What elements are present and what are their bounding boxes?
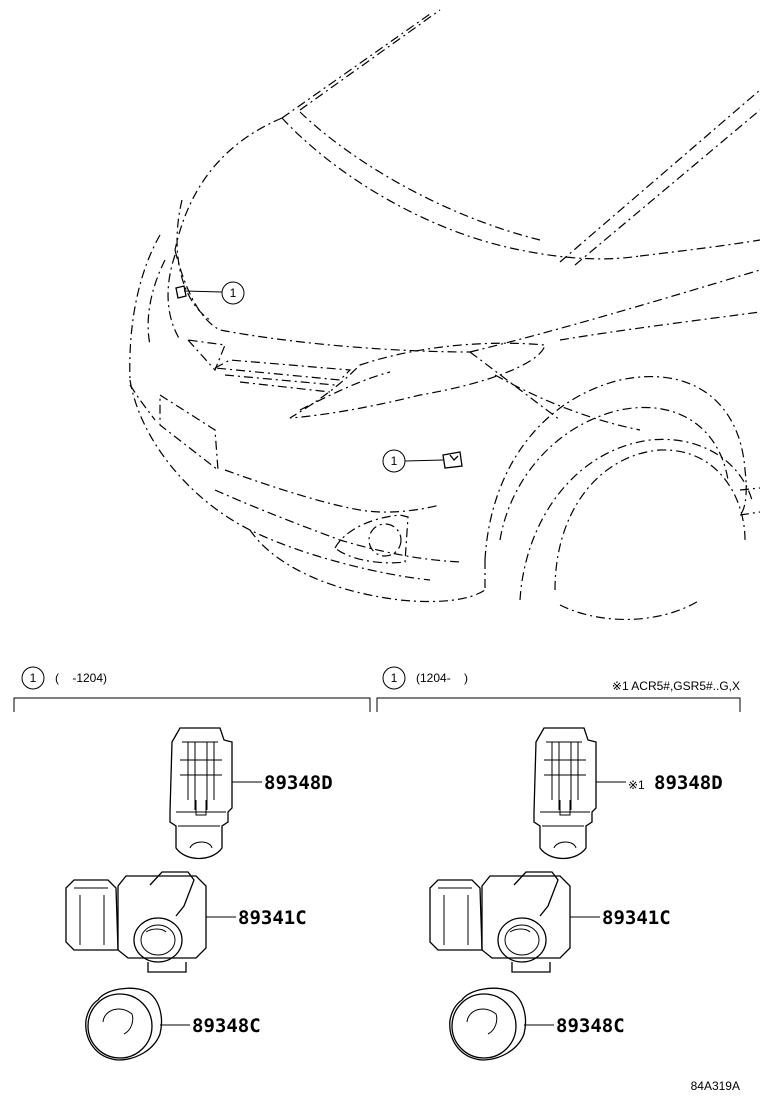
callout-grille: 1 (221, 281, 245, 305)
right-cover-part-number: 89348C (556, 1015, 625, 1037)
bumper-sensor-location (404, 451, 463, 469)
callout-grille-number: 1 (230, 286, 237, 300)
right-retainer (533, 727, 597, 860)
right-retainer-part-number: 89348D (654, 772, 723, 794)
section-right-ref: 1 (391, 671, 398, 685)
right-cover (449, 987, 527, 1061)
figure-code: 84A319A (691, 1079, 740, 1093)
left-cover-part-number: 89348C (192, 1015, 261, 1037)
left-retainer-part-number: 89348D (264, 772, 333, 794)
car-front-outline (129, 9, 760, 621)
left-sensor (65, 871, 207, 973)
callout-bumper: 1 (382, 449, 406, 473)
right-retainer-note-marker: ※1 (628, 778, 645, 792)
left-retainer (169, 727, 233, 860)
applicability-note: ※1 ACR5#,GSR5#..G,X (612, 679, 740, 693)
section-left-header: 1 ( -1204) (13, 666, 371, 712)
callout-bumper-number: 1 (391, 454, 398, 468)
section-right-range: (1204- ) (416, 671, 468, 685)
section-left-range: ( -1204) (55, 671, 107, 685)
left-sensor-part-number: 89341C (238, 907, 307, 929)
right-sensor (429, 871, 571, 973)
section-left-ref: 1 (30, 671, 37, 685)
left-cover (85, 987, 163, 1061)
right-sensor-part-number: 89341C (602, 907, 671, 929)
section-right-header: 1 (1204- ) ※1 ACR5#,GSR5#..G,X (376, 666, 741, 712)
grille-sensor-location (175, 285, 223, 299)
